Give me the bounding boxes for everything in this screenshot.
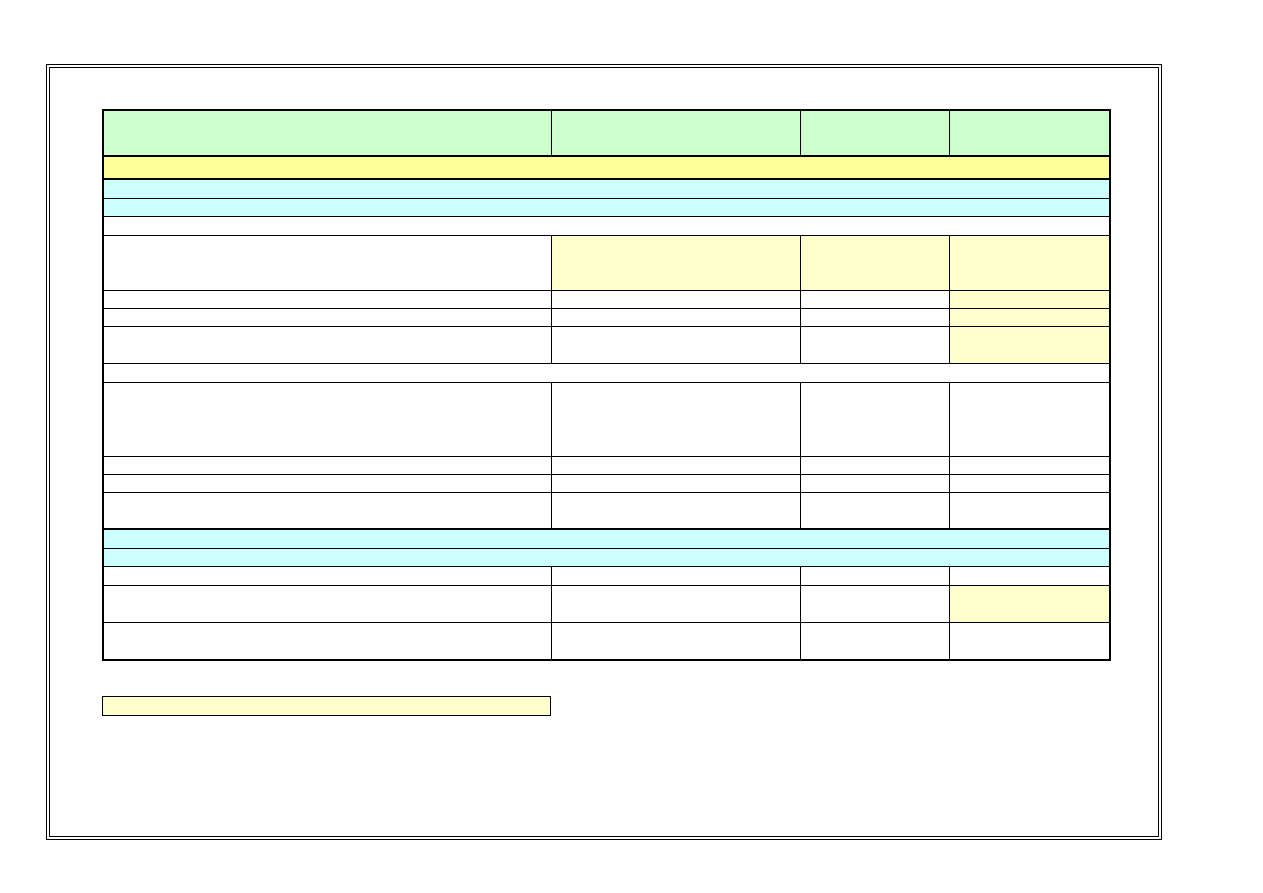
section-a-subrow [102, 197, 1111, 217]
group1-label-row [102, 215, 1111, 236]
group2-head-cell-1[interactable] [102, 381, 552, 457]
table-cell[interactable] [948, 584, 1111, 623]
table-cell[interactable] [102, 491, 552, 530]
table-cell[interactable] [948, 491, 1111, 530]
table-cell[interactable] [102, 289, 552, 309]
table-row [102, 307, 1111, 327]
group2-label-cell[interactable] [102, 362, 1111, 383]
table-cell[interactable] [102, 473, 552, 493]
table-cell[interactable] [102, 307, 552, 327]
table-cell[interactable] [799, 621, 950, 661]
table-row [102, 289, 1111, 309]
page-frame-inner-border [49, 67, 1159, 837]
header-cell-3[interactable] [799, 109, 950, 157]
header-cell-1[interactable] [102, 109, 552, 157]
table-cell[interactable] [550, 584, 801, 623]
section-a-sublabel-cell[interactable] [102, 197, 1111, 217]
title-band-cell[interactable] [102, 155, 1111, 180]
table-cell[interactable] [799, 289, 950, 309]
title-band-row [102, 155, 1111, 180]
group2-head-cell-4[interactable] [948, 381, 1111, 457]
table-row [102, 473, 1111, 493]
table-cell[interactable] [799, 491, 950, 530]
header-cell-4[interactable] [948, 109, 1111, 157]
group1-head-cell-2[interactable] [550, 234, 801, 291]
group1-head-cell-3[interactable] [799, 234, 950, 291]
table-cell[interactable] [550, 455, 801, 475]
section-b-sublabel-cell[interactable] [102, 547, 1111, 567]
table-row [102, 584, 1111, 623]
table-cell[interactable] [948, 289, 1111, 309]
table-cell[interactable] [550, 473, 801, 493]
table-row [102, 491, 1111, 530]
table-cell[interactable] [799, 584, 950, 623]
table-cell[interactable] [948, 473, 1111, 493]
table-cell[interactable] [799, 325, 950, 364]
section-b-subrow [102, 547, 1111, 567]
table-cell[interactable] [550, 325, 801, 364]
group2-head-cell-2[interactable] [550, 381, 801, 457]
table-cell[interactable] [948, 325, 1111, 364]
spreadsheet-table [102, 109, 1111, 661]
table-cell[interactable] [550, 491, 801, 530]
group2-head-cell-3[interactable] [799, 381, 950, 457]
table-cell[interactable] [799, 473, 950, 493]
header-cell-2[interactable] [550, 109, 801, 157]
table-cell[interactable] [799, 565, 950, 586]
table-row [102, 325, 1111, 364]
section-a-label-cell[interactable] [102, 178, 1111, 199]
header-row [102, 109, 1111, 157]
table-cell[interactable] [550, 621, 801, 661]
table-cell[interactable] [102, 621, 552, 661]
table-cell[interactable] [799, 455, 950, 475]
group2-label-row [102, 362, 1111, 383]
table-cell[interactable] [102, 325, 552, 364]
group1-head-cell-1[interactable] [102, 234, 552, 291]
table-row [102, 565, 1111, 586]
section-a-row [102, 178, 1111, 199]
table-cell[interactable] [799, 307, 950, 327]
note-input-cell[interactable] [102, 696, 551, 716]
table-cell[interactable] [948, 621, 1111, 661]
table-cell[interactable] [948, 565, 1111, 586]
table-cell[interactable] [102, 584, 552, 623]
table-cell[interactable] [102, 565, 552, 586]
table-cell[interactable] [948, 455, 1111, 475]
group1-label-cell[interactable] [102, 215, 1111, 236]
group2-head-row [102, 381, 1111, 457]
table-row [102, 455, 1111, 475]
section-b-row [102, 528, 1111, 549]
page-frame [46, 64, 1162, 840]
group1-head-cell-4[interactable] [948, 234, 1111, 291]
table-row [102, 621, 1111, 661]
table-cell[interactable] [102, 455, 552, 475]
table-cell[interactable] [550, 307, 801, 327]
table-cell[interactable] [550, 289, 801, 309]
table-cell[interactable] [948, 307, 1111, 327]
table-cell[interactable] [550, 565, 801, 586]
section-b-label-cell[interactable] [102, 528, 1111, 549]
group1-head-row [102, 234, 1111, 291]
